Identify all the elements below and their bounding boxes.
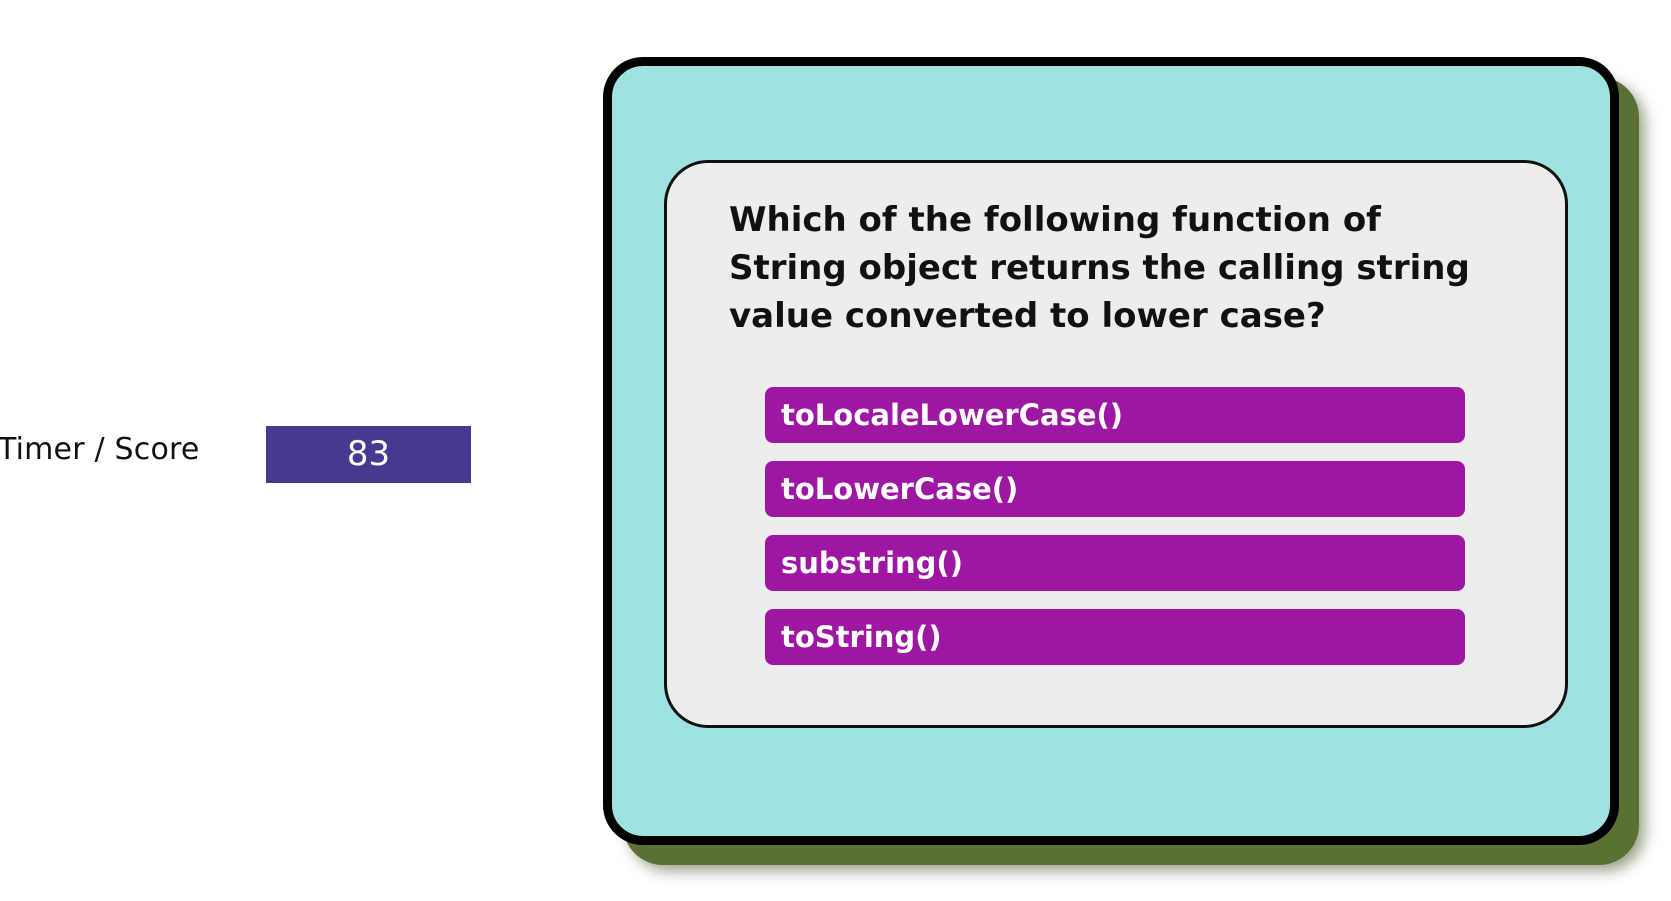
- timer-score-label: Timer / Score: [0, 432, 200, 467]
- answer-button-1[interactable]: toLocaleLowerCase(): [765, 387, 1465, 443]
- question-text: Which of the following function of Strin…: [729, 200, 1470, 336]
- answer-button-4[interactable]: toString(): [765, 609, 1465, 665]
- score-display: 83: [266, 426, 471, 483]
- answer-button-3[interactable]: substring(): [765, 535, 1465, 591]
- answer-button-2[interactable]: toLowerCase(): [765, 461, 1465, 517]
